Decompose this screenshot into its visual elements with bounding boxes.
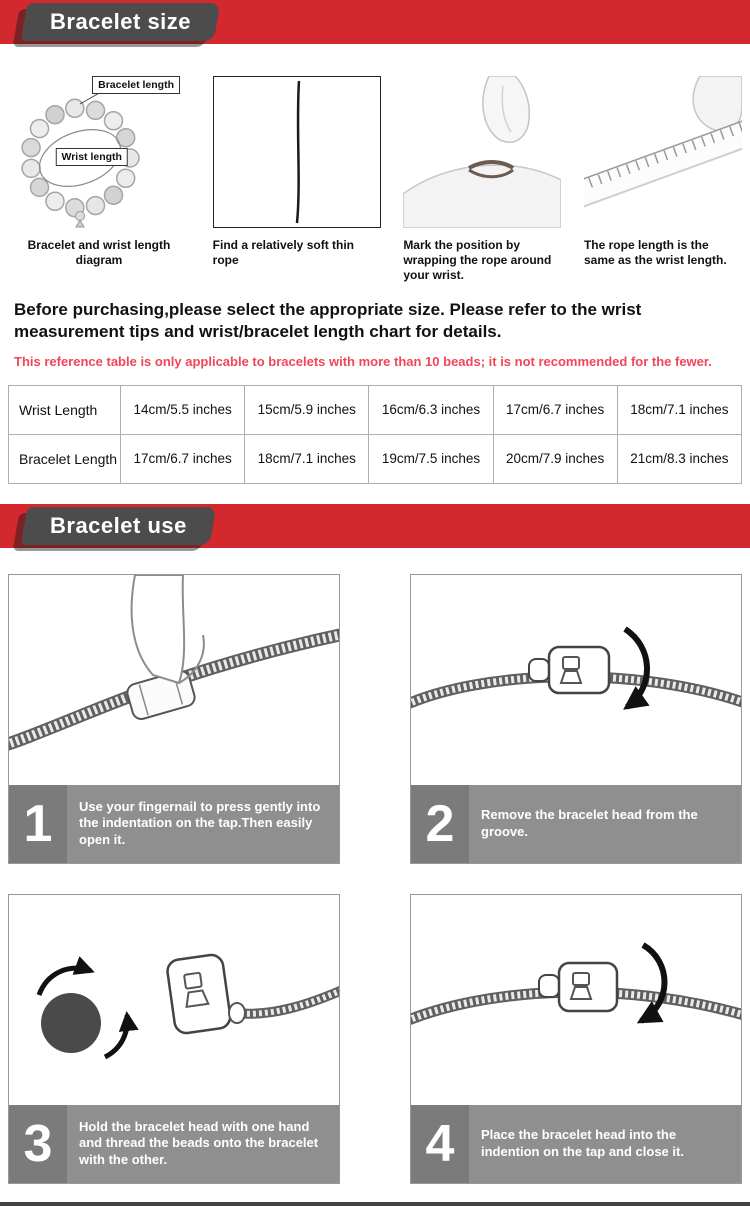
step-4-illustration — [411, 942, 741, 1025]
section-title-size-label: Bracelet size — [50, 9, 192, 34]
size-intro-text: Before purchasing,please select the appr… — [14, 300, 642, 342]
usage-steps: 1 Use your fingernail to press gently in… — [0, 573, 750, 1184]
rope-illustration — [295, 80, 300, 224]
step-1-number: 1 — [9, 784, 67, 863]
table-cell: 20cm/7.9 inches — [492, 433, 618, 484]
section-title-use-label: Bracelet use — [50, 512, 187, 538]
step-card-1: 1 Use your fingernail to press gently in… — [8, 573, 340, 864]
rope-image — [212, 76, 381, 228]
step-2-text: Remove the bracelet head from the groove… — [481, 806, 698, 839]
bracelet-diagram-image: Bracelet length Wrist length — [8, 76, 190, 228]
bracelet-illustration — [21, 87, 140, 228]
row-label-bracelet: Bracelet Length — [8, 433, 121, 484]
table-cell: 17cm/6.7 inches — [119, 433, 246, 484]
table-cell: 15cm/5.9 inches — [244, 384, 370, 435]
step-4-image — [411, 895, 741, 1105]
step-1-text: Use your fingernail to press gently into… — [79, 798, 321, 848]
step-1-image — [9, 574, 339, 785]
table-cell: 16cm/6.3 inches — [368, 384, 494, 435]
size-table: Wrist Length 14cm/5.5 inches 15cm/5.9 in… — [8, 384, 743, 484]
step-3-image — [9, 895, 339, 1105]
measure-caption-rope: Find a relatively soft thin rope — [212, 238, 355, 267]
measurement-guide: Bracelet length Wrist length Bracelet an… — [0, 75, 750, 283]
step-4-caption-bar: 4 Place the bracelet head into the inden… — [411, 1104, 741, 1183]
step-1-illustration — [9, 574, 339, 751]
table-cell: 19cm/7.5 inches — [368, 433, 494, 484]
table-cell: 21cm/8.3 inches — [616, 433, 743, 484]
section-title-use: Bracelet use — [20, 506, 217, 545]
measure-card-ruler: The rope length is the same as the wrist… — [536, 75, 750, 283]
step-1-caption-bar: 1 Use your fingernail to press gently in… — [9, 784, 339, 863]
table-cell: 18cm/7.1 inches — [244, 433, 370, 484]
step-card-3: 3 Hold the bracelet head with one hand a… — [8, 893, 340, 1184]
step-4-number: 4 — [411, 1104, 469, 1183]
wrist-length-label: Wrist length — [55, 148, 128, 166]
ruler-image — [536, 75, 750, 228]
measure-card-rope: Find a relatively soft thin rope — [212, 76, 381, 283]
step-2-illustration — [411, 626, 741, 710]
bottom-divider — [0, 1201, 750, 1206]
step-2-number: 2 — [411, 784, 469, 863]
step-2-image — [411, 575, 741, 785]
bracelet-length-label: Bracelet length — [92, 76, 180, 94]
step-2-caption-bar: 2 Remove the bracelet head from the groo… — [411, 784, 741, 863]
step-4-text: Place the bracelet head into the indenti… — [481, 1126, 684, 1159]
measure-caption-diagram: Bracelet and wrist length diagram — [27, 238, 171, 267]
step-3-caption-bar: 3 Hold the bracelet head with one hand a… — [9, 1104, 339, 1183]
section-title-size: Bracelet size — [20, 3, 221, 41]
step-3-text: Hold the bracelet head with one hand and… — [79, 1118, 319, 1168]
section-banner-use: Bracelet use — [0, 503, 750, 548]
measure-card-diagram: Bracelet length Wrist length Bracelet an… — [8, 76, 190, 283]
table-cell: 17cm/6.7 inches — [492, 384, 618, 435]
section-banner-size: Bracelet size — [0, 0, 750, 44]
ruler-illustration — [536, 75, 750, 222]
table-row-bracelet: Bracelet Length 17cm/6.7 inches 18cm/7.1… — [8, 433, 743, 484]
reference-note: This reference table is only applicable … — [14, 353, 712, 369]
measure-caption-wrap: Mark the position by wrapping the rope a… — [403, 238, 552, 282]
step-3-number: 3 — [9, 1104, 67, 1183]
wrist-wrap-image — [402, 75, 563, 229]
step-card-2: 2 Remove the bracelet head from the groo… — [410, 573, 742, 864]
step-3-illustration — [36, 953, 339, 1060]
wrist-wrap-illustration — [402, 75, 563, 229]
measure-caption-ruler: The rope length is the same as the wrist… — [583, 238, 727, 267]
row-label-wrist: Wrist Length — [8, 384, 121, 435]
table-cell: 14cm/5.5 inches — [119, 384, 246, 435]
step-card-4: 4 Place the bracelet head into the inden… — [410, 893, 742, 1184]
table-row-wrist: Wrist Length 14cm/5.5 inches 15cm/5.9 in… — [8, 384, 743, 435]
measure-card-wrap: Mark the position by wrapping the rope a… — [402, 75, 563, 283]
table-cell: 18cm/7.1 inches — [616, 384, 743, 435]
